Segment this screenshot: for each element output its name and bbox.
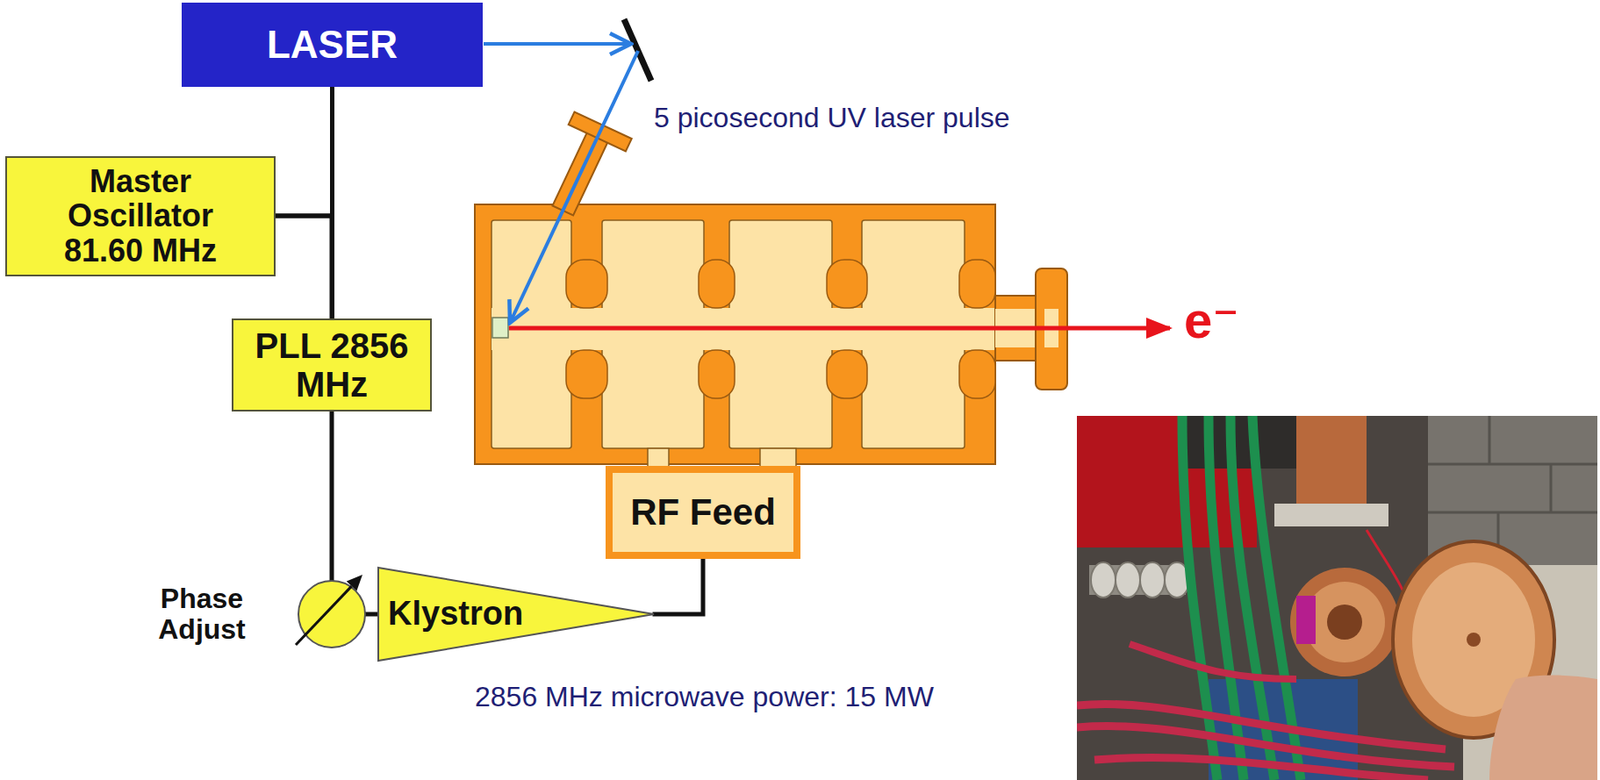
disc-center [1466, 632, 1481, 647]
node-text: Klystron [387, 595, 524, 633]
node-text: LASER [266, 23, 398, 66]
coax-connector [1090, 562, 1116, 598]
node-text: Phase Adjust [140, 583, 264, 646]
adjust-arrowhead [346, 574, 363, 592]
rf-feed-box: RF Feed [605, 466, 801, 560]
amplifier-symbol [378, 567, 654, 661]
laser-beam [509, 50, 639, 323]
iris-nose [826, 259, 868, 309]
klystron-triangle: Klystron [377, 566, 655, 662]
rf-gun-cavity [474, 112, 1068, 473]
copper-cavity-face [1304, 581, 1385, 663]
photocathode [492, 317, 509, 338]
signal-line [330, 411, 335, 582]
iris-nose [959, 259, 996, 309]
iris-nose [698, 259, 735, 309]
gun-photo [1076, 416, 1598, 780]
iris-nose [566, 350, 608, 399]
green-cable [1182, 416, 1218, 780]
coax-connector [1115, 562, 1141, 598]
iris-nose [566, 259, 608, 309]
red-cable [1094, 758, 1428, 780]
node-text: RF Feed [630, 492, 776, 533]
signal-line [365, 612, 378, 618]
iris-nose [698, 350, 735, 399]
laser-box: LASER [181, 2, 483, 87]
iris-nose [826, 350, 868, 399]
photo-background [1076, 416, 1598, 780]
node-text: Master Oscillator 81.60 MHz [35, 164, 246, 269]
annotation-label: 5 picosecond UV laser pulse [653, 101, 1011, 135]
hand [1489, 675, 1598, 780]
beam-label: e⁻ [1183, 291, 1240, 351]
coax-connector [1140, 562, 1165, 598]
signal-line [275, 215, 332, 319]
cavity-bore [1327, 604, 1363, 640]
adjust-arrow [295, 586, 352, 646]
magenta-fitting [1296, 595, 1316, 645]
node-text: PLL 2856 MHz [245, 326, 418, 404]
phase-shifter-symbol [298, 581, 366, 648]
oscillator-box: Master Oscillator 81.60 MHz [5, 156, 276, 277]
copper-cavity [1290, 567, 1400, 677]
waveguide-flange [1274, 503, 1389, 527]
cavity-body [474, 204, 996, 465]
annotation-label: 2856 MHz microwave power: 15 MW [474, 681, 934, 714]
iris-nose [959, 350, 996, 399]
laser-beam [483, 42, 632, 46]
red-cable [1129, 644, 1297, 680]
pll-box: PLL 2856 MHz [231, 318, 432, 412]
signal-line [654, 559, 704, 615]
phase-shifter-circle: Phase Adjust [140, 570, 369, 659]
electron-beam [509, 326, 1170, 331]
signal-line [275, 86, 333, 216]
